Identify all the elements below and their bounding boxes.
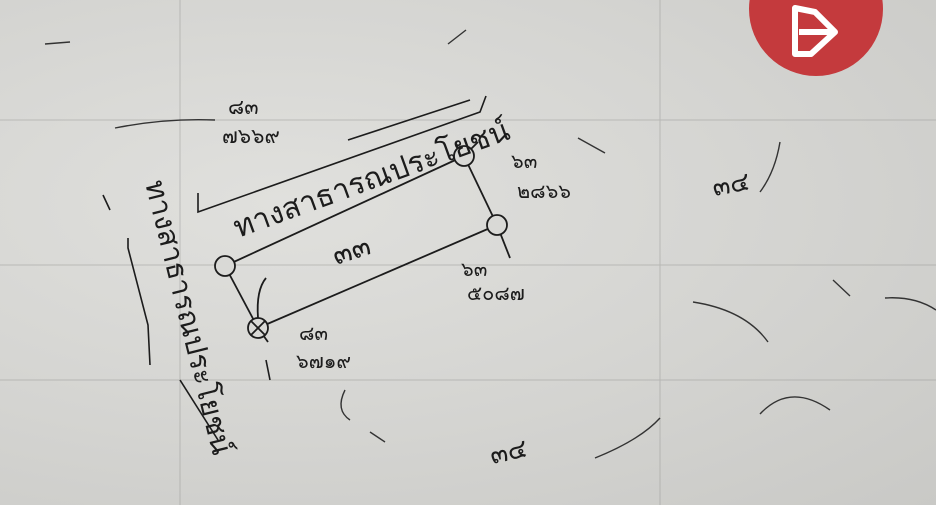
neighbor-south-west-label: ๘๓ ๖๗๑๙ — [296, 321, 351, 373]
neighbor-east-label: ๖๓ ๕๐๘๗ — [461, 257, 525, 305]
neighbor-north-east-line2: ๒๘๖๖ — [517, 179, 571, 203]
neighbor-north-east-label: ๖๓ ๒๘๖๖ — [511, 149, 571, 203]
neighbor-south-west-line2: ๖๗๑๙ — [296, 349, 351, 373]
road-boundaries — [102, 95, 487, 441]
marker-bottom-label: ๓๔ — [487, 434, 530, 471]
neighbor-north-west-line2: ๗๖๖๙ — [222, 124, 280, 148]
neighbor-north-west-line1: ๘๓ — [228, 95, 259, 119]
survey-markers — [214, 145, 508, 339]
survey-marker-north-west — [214, 255, 236, 277]
neighbor-south-west-line1: ๘๓ — [299, 321, 328, 345]
neighbor-east-line1: ๖๓ — [461, 257, 487, 281]
brand-logo-mark-icon — [792, 5, 838, 57]
road-left-label: ทางสาธารณประโยชน์ — [138, 176, 239, 458]
pencil-strokes — [44, 29, 936, 459]
survey-marker-south-east — [486, 214, 508, 236]
marker-right-label: ๓๔ — [710, 167, 752, 203]
survey-marker-north-east — [453, 145, 475, 167]
neighbor-east-line2: ๕๐๘๗ — [467, 281, 525, 305]
neighbor-north-west-label: ๘๓ ๗๖๖๙ — [222, 95, 280, 148]
neighbor-north-east-line1: ๖๓ — [511, 149, 537, 173]
